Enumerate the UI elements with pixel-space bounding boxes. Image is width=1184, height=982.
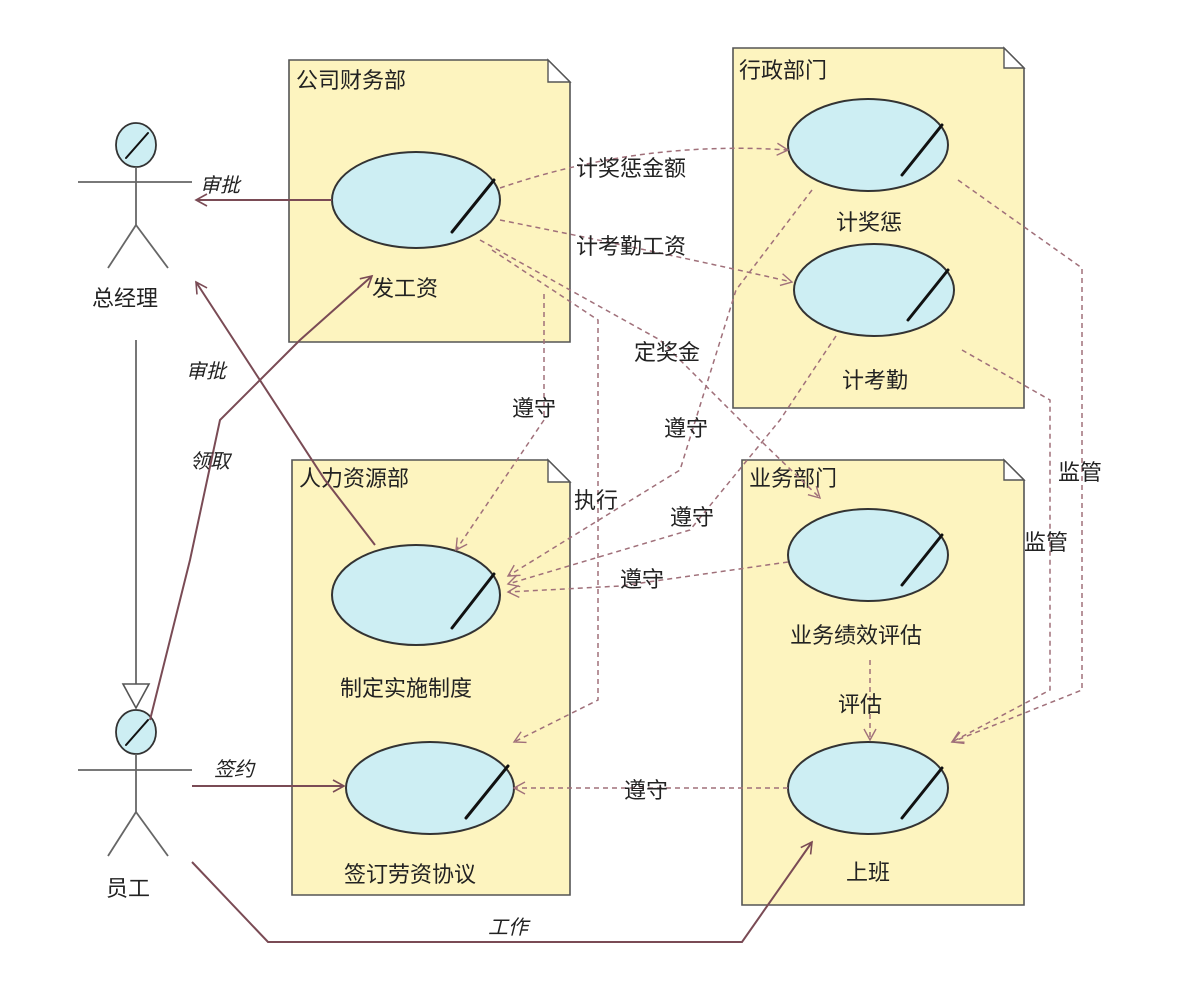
dep-evaluate: 评估	[838, 660, 882, 742]
package-hr-label: 人力资源部	[299, 467, 409, 492]
relation-set-bonus-label: 定奖金	[634, 341, 700, 366]
relation-execute-label: 执行	[574, 489, 618, 514]
actor-manager: 总经理	[78, 122, 192, 312]
relation-comply-3-label: 遵守	[670, 506, 714, 531]
relation-comply-5-label: 遵守	[624, 779, 668, 804]
dep-supervise-attendance: 监管	[950, 349, 1068, 743]
relation-work-label: 工作	[488, 915, 531, 939]
usecase-go-to-work-label: 上班	[846, 861, 890, 886]
dep-set-bonus: 定奖金	[479, 239, 822, 500]
relation-sign-label: 签约	[214, 757, 256, 781]
usecase-performance: 业务绩效评估	[787, 508, 949, 649]
dep-attendance-salary: 计考勤工资	[499, 219, 794, 287]
generalization-arrow	[121, 340, 151, 710]
assoc-approve-salary: 审批	[194, 173, 332, 207]
dep-comply-reward: 遵守	[506, 189, 813, 577]
relation-approve-1-label: 审批	[200, 173, 242, 197]
relation-reward-amount-label: 计奖惩金额	[576, 157, 686, 182]
relation-attendance-salary-label: 计考勤工资	[576, 235, 686, 260]
assoc-work: 工作	[191, 840, 813, 943]
relation-comply-2-label: 遵守	[664, 417, 708, 442]
actor-employee: 员工	[78, 709, 192, 902]
dep-supervise-reward: 监管	[950, 179, 1102, 745]
relation-receive-label: 领取	[190, 449, 233, 473]
dep-comply-contract: 遵守	[512, 779, 788, 804]
assoc-receive-salary: 领取	[149, 274, 374, 721]
dep-comply-performance: 遵守	[506, 561, 789, 599]
usecase-attendance: 计考勤	[793, 243, 955, 394]
assoc-approve-rules: 审批	[186, 280, 376, 546]
relation-supervise-1-label: 监管	[1058, 461, 1102, 486]
relation-approve-2-label: 审批	[186, 359, 228, 383]
dep-reward-amount: 计奖惩金额	[499, 142, 790, 189]
usecase-reward-punish: 计奖惩	[787, 98, 949, 236]
actor-employee-label: 员工	[106, 877, 150, 902]
dep-comply-salary: 遵守	[455, 294, 556, 552]
usecase-pay-salary-label: 发工资	[372, 277, 438, 302]
usecase-make-rules: 制定实施制度	[331, 544, 501, 702]
relation-evaluate-label: 评估	[838, 693, 882, 718]
relation-comply-4-label: 遵守	[620, 568, 664, 593]
usecase-attendance-label: 计考勤	[842, 369, 908, 394]
usecase-pay-salary: 发工资	[331, 151, 501, 302]
dep-execute: 执行	[491, 249, 618, 744]
assoc-sign-contract: 签约	[192, 757, 346, 793]
usecase-make-rules-label: 制定实施制度	[340, 677, 472, 702]
package-finance-label: 公司财务部	[296, 69, 406, 94]
package-admin-label: 行政部门	[739, 59, 827, 84]
dep-comply-attendance: 遵守	[506, 335, 837, 588]
relation-comply-1-label: 遵守	[512, 397, 556, 422]
package-business-label: 业务部门	[749, 467, 837, 492]
usecase-reward-punish-label: 计奖惩	[836, 211, 902, 236]
actor-manager-label: 总经理	[92, 287, 158, 312]
usecase-performance-label: 业务绩效评估	[790, 624, 922, 649]
relation-supervise-2-label: 监管	[1024, 531, 1068, 556]
usecase-sign-contract-label: 签订劳资协议	[344, 863, 476, 888]
